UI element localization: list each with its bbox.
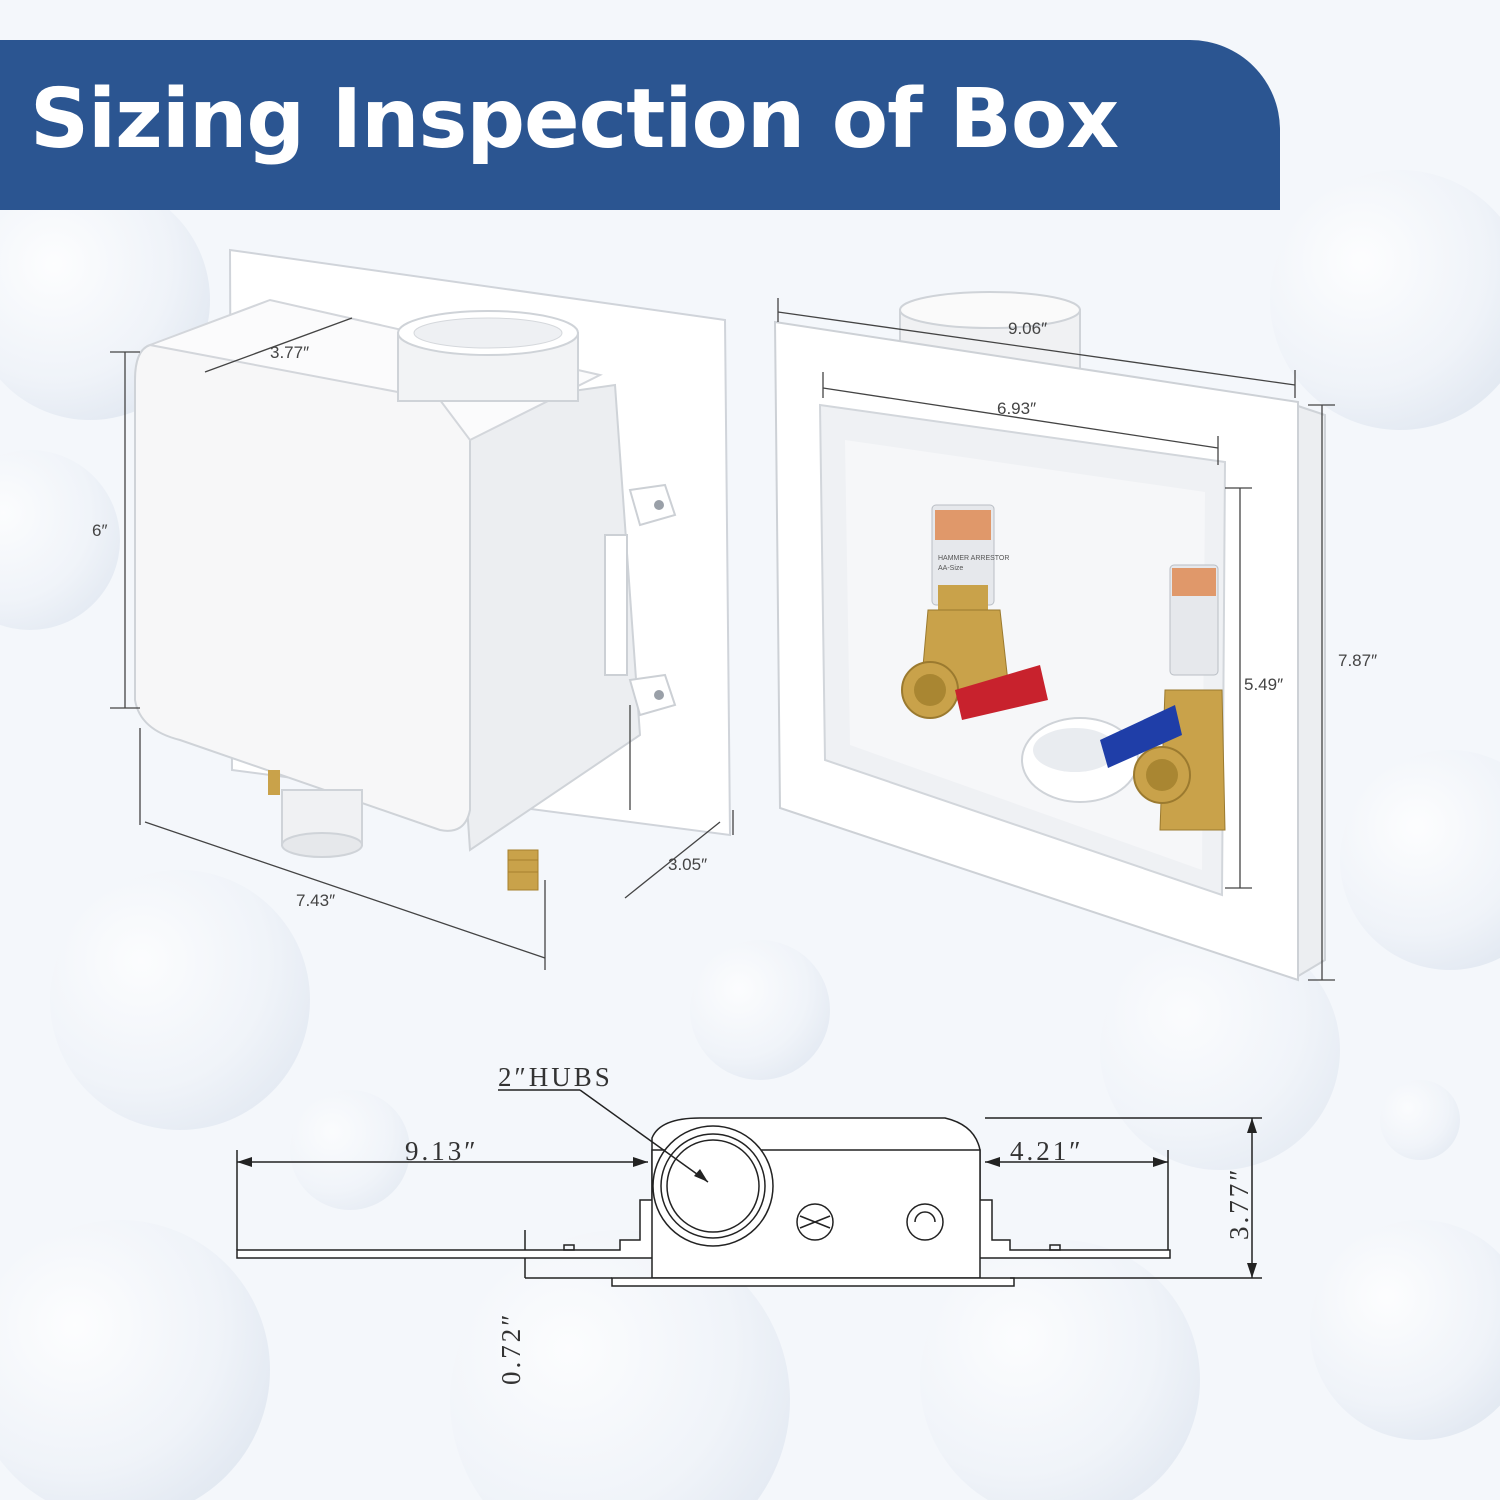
front-flange-width-label: 9.06″ bbox=[1008, 319, 1047, 338]
front-view-figure: 9.06″ 6.93″ 5.49″ 7.87″ HAMMER ARRESTOR … bbox=[773, 291, 1377, 982]
rear-bottom-depth-label: 3.05″ bbox=[668, 855, 707, 874]
title-banner: Sizing Inspection of Box bbox=[0, 40, 1280, 210]
right-span-label: 4.21″ bbox=[1010, 1136, 1084, 1166]
front-opening-width-label: 6.93″ bbox=[997, 399, 1036, 418]
hubs-label: 2″HUBS bbox=[498, 1062, 613, 1092]
top-line-drawing bbox=[236, 1089, 1262, 1287]
front-flange-height-label: 7.87″ bbox=[1338, 651, 1377, 670]
page-title: Sizing Inspection of Box bbox=[30, 72, 1119, 167]
rear-height-label: 6″ bbox=[92, 521, 107, 540]
rear-width-label: 7.43″ bbox=[296, 891, 335, 910]
offset-label: 0.72″ bbox=[496, 1312, 526, 1386]
arrestor-size-text: AA-Size bbox=[938, 565, 963, 572]
front-opening-height-label: 5.49″ bbox=[1244, 675, 1283, 694]
left-span-label: 9.13″ bbox=[405, 1136, 479, 1166]
depth-label: 3.77″ bbox=[1224, 1167, 1254, 1241]
rear-view-figure: 3.77″ 6″ 7.43″ 3.05″ bbox=[92, 248, 734, 970]
arrestor-label-text: HAMMER ARRESTOR bbox=[938, 555, 1009, 562]
rear-top-depth-label: 3.77″ bbox=[270, 343, 309, 362]
top-drawing-arrows bbox=[237, 1118, 1257, 1278]
